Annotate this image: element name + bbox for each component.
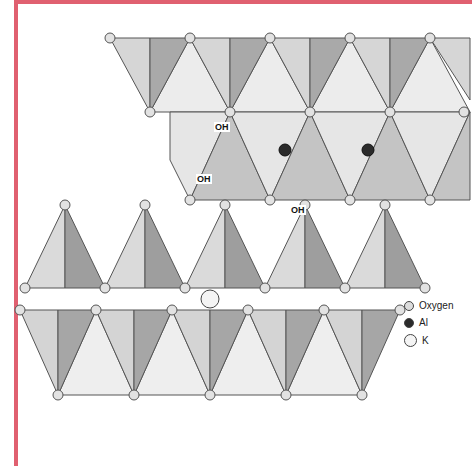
legend-entry: Oxygen xyxy=(404,300,453,312)
oh-label: OH xyxy=(290,205,306,215)
middle-tetrahedral-sheet xyxy=(25,205,425,288)
oxygen-atoms xyxy=(15,33,469,400)
frame-bar xyxy=(14,0,18,466)
frame-bar xyxy=(14,0,472,4)
aluminium-atoms xyxy=(279,144,374,156)
legend-swatch xyxy=(404,318,414,328)
octahedral-sheet xyxy=(170,112,470,200)
legend-swatch xyxy=(404,301,414,311)
bottom-tetrahedral-sheet xyxy=(20,310,400,395)
legend-text: Al xyxy=(419,317,428,329)
top-tetrahedral-sheet xyxy=(110,38,470,112)
oh-label: OH xyxy=(196,174,212,184)
potassium-atom xyxy=(201,290,219,308)
legend-swatch xyxy=(404,334,417,347)
legend-entry: K xyxy=(404,334,429,347)
legend-text: Oxygen xyxy=(419,300,453,312)
oh-label: OH xyxy=(214,122,230,132)
legend-text: K xyxy=(422,335,429,347)
legend-entry: Al xyxy=(404,317,428,329)
